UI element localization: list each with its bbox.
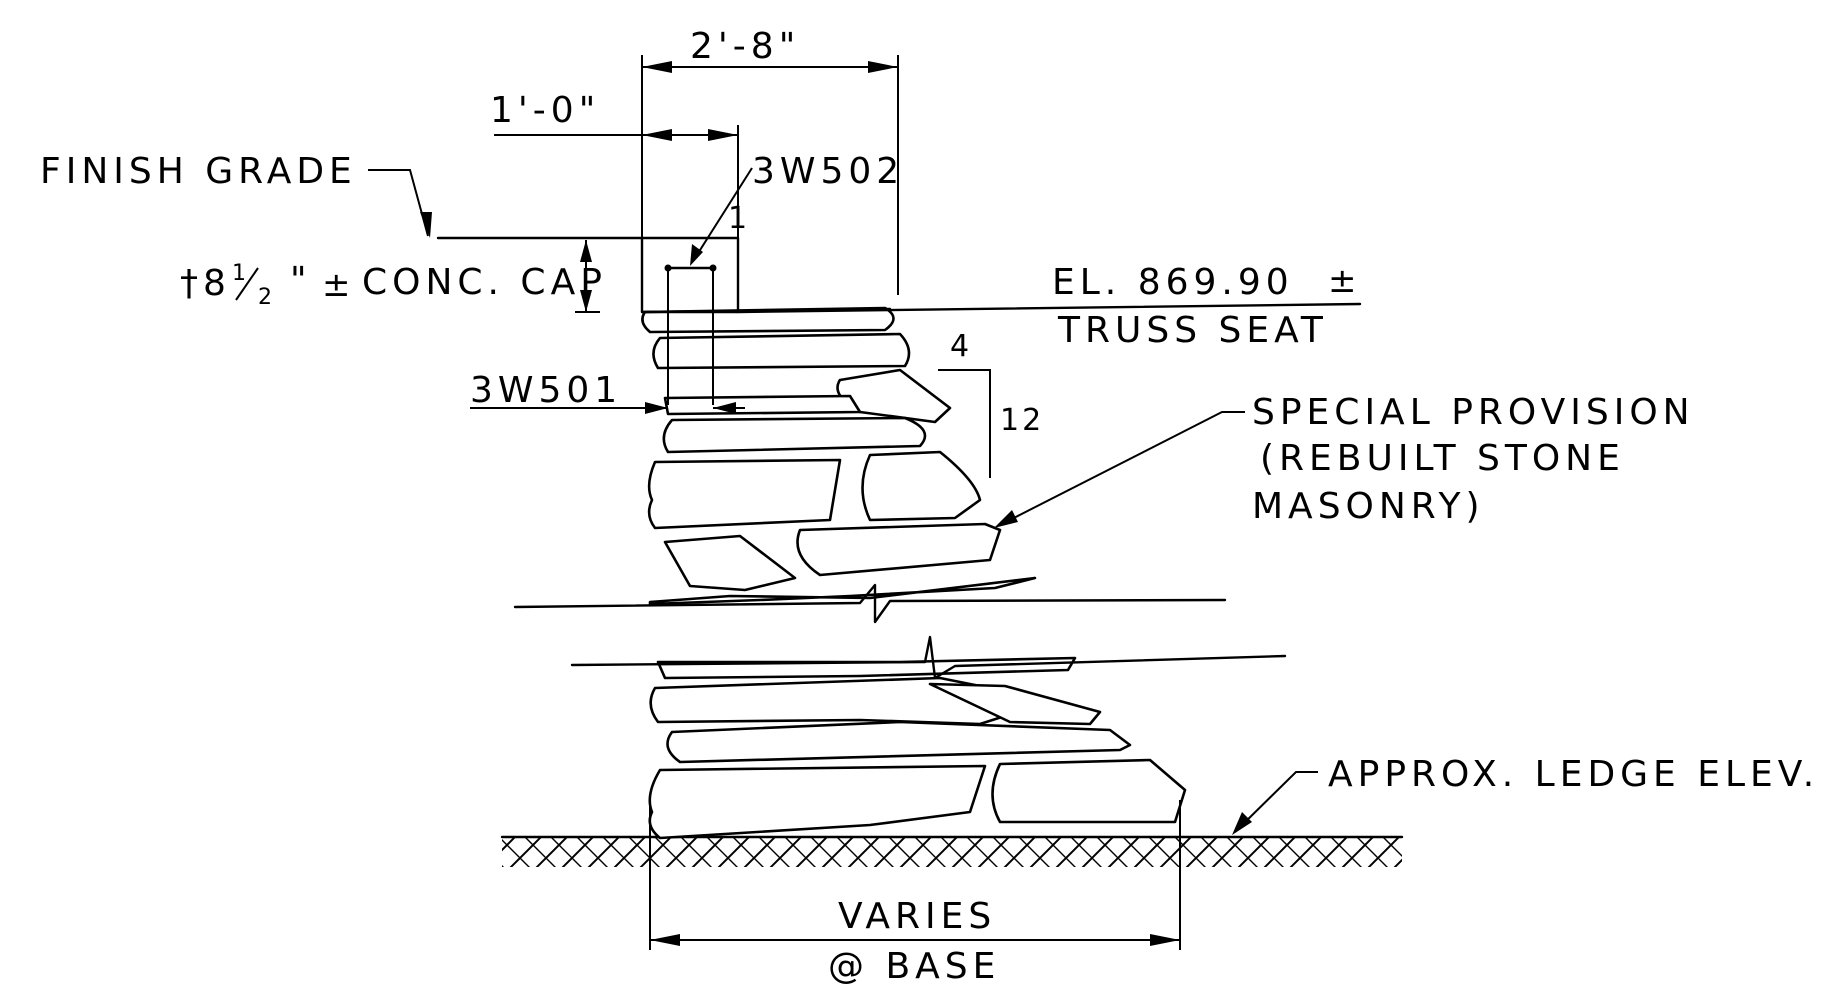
stone bbox=[663, 394, 862, 416]
stone bbox=[656, 656, 1077, 680]
dim-cap-width-label: 1'-0" bbox=[490, 90, 600, 131]
stone bbox=[836, 368, 952, 424]
truss-seat-label: TRUSS SEAT bbox=[1057, 310, 1328, 351]
stone bbox=[647, 458, 842, 530]
ledge-ground bbox=[500, 835, 1404, 867]
ledge-callout: APPROX. LEDGE ELEV. bbox=[1232, 754, 1819, 835]
elevation-callout: EL. 869.90 ± TRUSS SEAT bbox=[1052, 261, 1357, 351]
break-lines bbox=[513, 583, 1287, 680]
masonry-label: MASONRY) bbox=[1252, 486, 1485, 527]
dimension-cap-width: 1'-0" bbox=[490, 90, 739, 238]
stone bbox=[991, 758, 1187, 824]
stone-masonry-wall bbox=[641, 306, 1187, 840]
cap-prefix: †8 bbox=[180, 263, 231, 304]
batter-rise: 12 bbox=[1000, 403, 1044, 438]
stone bbox=[648, 764, 987, 840]
stone bbox=[662, 416, 927, 454]
cap-suffix: " bbox=[290, 260, 312, 301]
cap-text: CONC. CAP bbox=[362, 262, 607, 303]
finish-grade-callout: FINISH GRADE bbox=[40, 151, 432, 238]
bar-top-label: 3W502 bbox=[752, 151, 904, 192]
stone bbox=[796, 522, 1002, 577]
special-provision-callout: SPECIAL PROVISION (REBUILT STONE MASONRY… bbox=[994, 392, 1695, 528]
stone bbox=[666, 720, 1132, 764]
bar-bottom-label: 3W501 bbox=[470, 370, 622, 411]
varies-label: VARIES bbox=[838, 896, 996, 937]
rebuilt-stone-label: (REBUILT STONE bbox=[1260, 438, 1625, 479]
dimension-base-width: VARIES @ BASE bbox=[649, 800, 1181, 986]
elevation-label: EL. 869.90 bbox=[1052, 262, 1294, 303]
dimension-total-width: 2'-8" bbox=[641, 26, 899, 295]
cap-thickness-callout: †8 1 2 " ± CONC. CAP bbox=[180, 240, 607, 313]
dim-total-width-label: 2'-8" bbox=[690, 26, 800, 67]
cap-frac-den: 2 bbox=[258, 285, 275, 310]
batter-slope: 4 12 bbox=[938, 329, 1044, 478]
stone bbox=[663, 534, 797, 592]
cap-plus-minus: ± bbox=[322, 265, 351, 305]
bar-3w502-callout: 3W502 1 bbox=[690, 151, 904, 266]
stone bbox=[861, 450, 982, 522]
stone bbox=[648, 576, 1037, 606]
grade-lines bbox=[436, 236, 1362, 314]
finish-grade-label: FINISH GRADE bbox=[40, 151, 357, 192]
elevation-plus-minus: ± bbox=[1328, 261, 1357, 301]
stone bbox=[928, 682, 1102, 726]
bar-top-count: 1 bbox=[728, 201, 750, 236]
special-provision-label: SPECIAL PROVISION bbox=[1252, 392, 1695, 433]
stone bbox=[652, 332, 911, 370]
cap-frac-num: 1 bbox=[232, 261, 249, 286]
batter-run: 4 bbox=[950, 329, 972, 364]
stone bbox=[641, 306, 895, 334]
bar-3w501-callout: 3W501 bbox=[470, 370, 745, 414]
ledge-label: APPROX. LEDGE ELEV. bbox=[1328, 754, 1819, 795]
base-label: @ BASE bbox=[828, 946, 1000, 986]
